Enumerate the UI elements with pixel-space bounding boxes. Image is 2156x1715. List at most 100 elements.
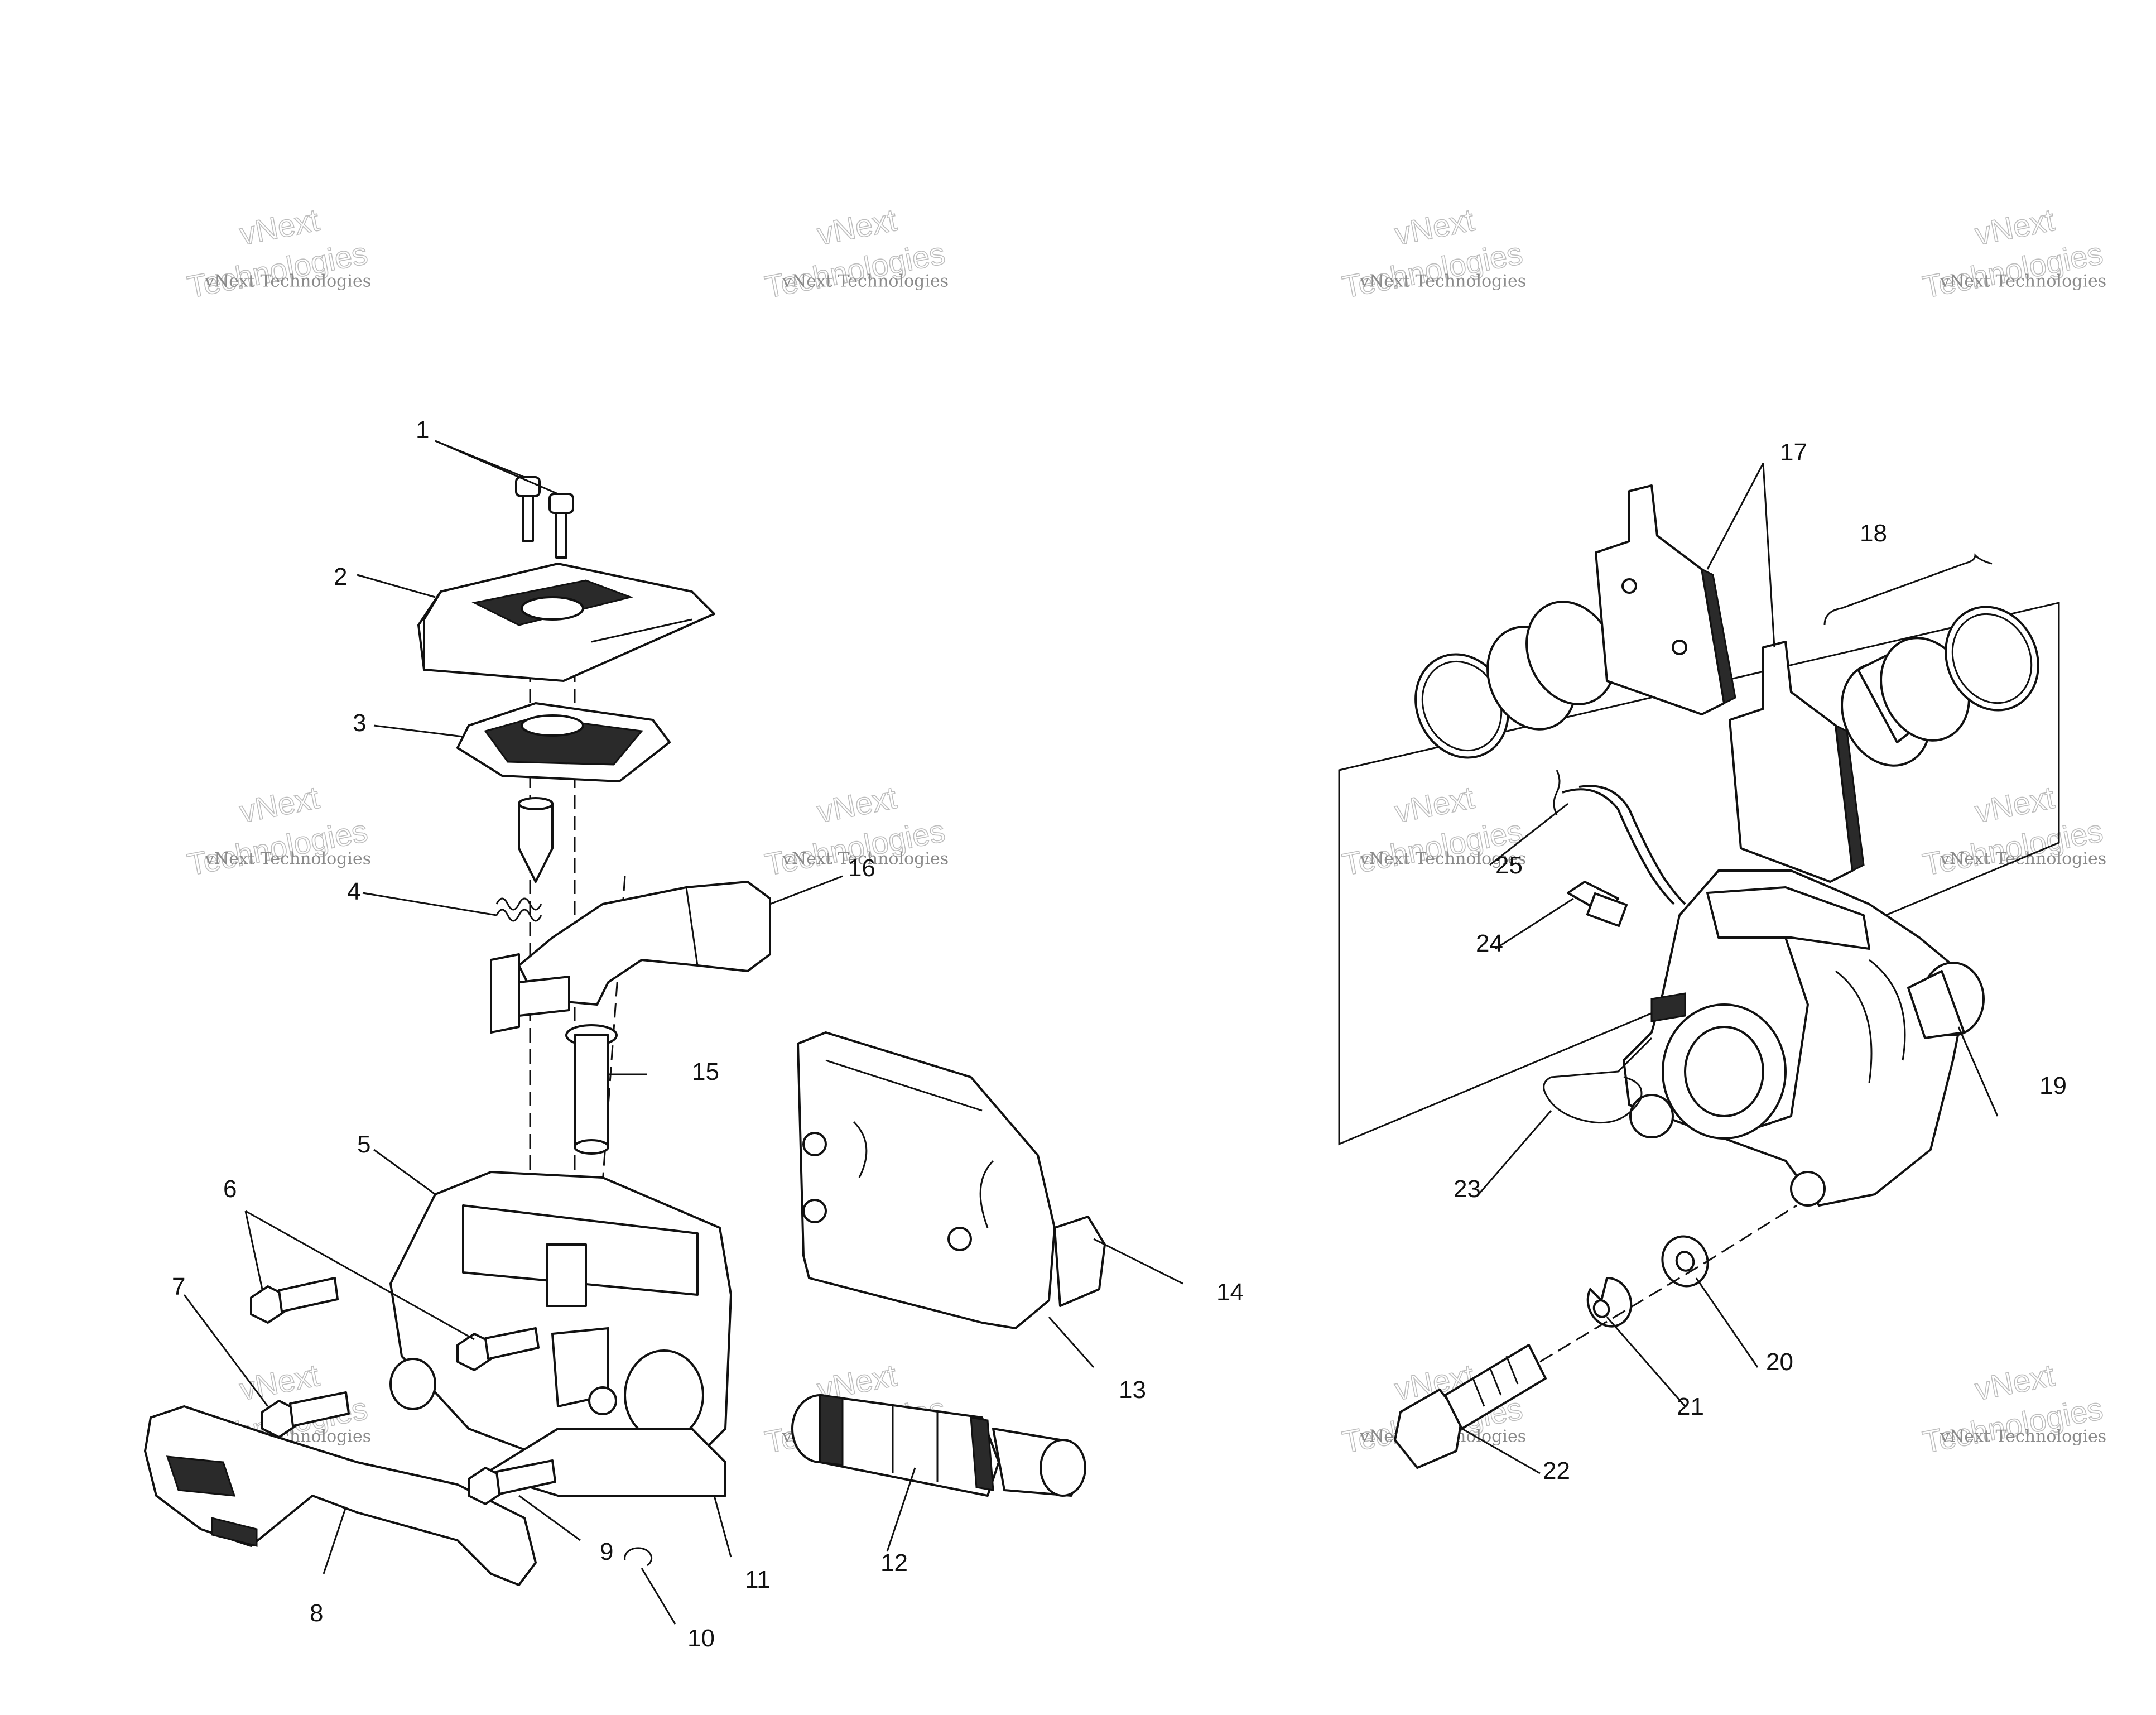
leader-9 xyxy=(518,1495,581,1541)
leader-6b xyxy=(245,1210,475,1341)
callout-9: 9 xyxy=(600,1538,613,1565)
left-o-ring[interactable] xyxy=(1399,639,1524,773)
svg-text:vNext: vNext xyxy=(237,202,322,252)
callout-20: 20 xyxy=(1766,1348,1793,1376)
part-2-reservoir-cover[interactable] xyxy=(417,563,715,682)
callout-25: 25 xyxy=(1495,852,1523,879)
leader-16 xyxy=(769,875,843,905)
svg-text:vNext Technologies: vNext Technologies xyxy=(782,849,949,869)
part-1-cover-screws[interactable] xyxy=(515,476,574,559)
part-13-handlebar-clamp[interactable] xyxy=(797,1031,1056,1329)
part-12-piston-assembly[interactable] xyxy=(791,1394,1086,1497)
callout-16: 16 xyxy=(848,854,875,882)
svg-text:vNext: vNext xyxy=(1972,202,2057,252)
part-10-clip[interactable] xyxy=(624,1547,653,1567)
callout-1: 1 xyxy=(416,416,429,444)
leader-1b xyxy=(435,440,559,495)
plunger[interactable] xyxy=(518,797,554,883)
part-17-brake-pad-lower[interactable] xyxy=(1729,641,1865,883)
leader-10 xyxy=(641,1568,676,1625)
part-16-lever-arm[interactable] xyxy=(490,881,771,1034)
part-25-brake-line[interactable] xyxy=(1553,770,1686,905)
part-24-bleeder-valve[interactable] xyxy=(1567,881,1628,928)
part-23-retaining-pin[interactable] xyxy=(1543,1037,1653,1124)
svg-text:vNext Technologies: vNext Technologies xyxy=(1940,1427,2106,1447)
svg-text:vNext: vNext xyxy=(1972,1357,2057,1407)
callout-23: 23 xyxy=(1454,1175,1481,1203)
part-18-piston-seal-kit[interactable] xyxy=(1823,553,2055,780)
callout-3: 3 xyxy=(353,709,366,737)
part-15-pivot-pin[interactable] xyxy=(565,1024,618,1155)
leader-13 xyxy=(1048,1317,1095,1368)
svg-text:vNext Technologies: vNext Technologies xyxy=(1940,849,2106,869)
callout-11: 11 xyxy=(745,1566,771,1593)
leader-17a xyxy=(1706,463,1764,570)
callout-12: 12 xyxy=(880,1549,908,1577)
caliper-plane-outline xyxy=(1338,602,2060,1146)
svg-text:vNext Technologies: vNext Technologies xyxy=(204,272,371,291)
left-piston[interactable] xyxy=(1471,587,1631,744)
leader-21 xyxy=(1606,1317,1686,1407)
leader-22 xyxy=(1461,1428,1541,1474)
leader-7 xyxy=(183,1294,269,1407)
svg-text:Technologies: Technologies xyxy=(1340,236,1525,305)
leader-14 xyxy=(1093,1238,1183,1285)
callout-6: 6 xyxy=(223,1175,237,1203)
part-5-master-cylinder-body[interactable] xyxy=(389,1171,732,1497)
part-9-screw[interactable] xyxy=(468,1459,556,1505)
leader-8 xyxy=(323,1506,347,1574)
part-7-screw[interactable] xyxy=(261,1391,350,1438)
svg-text:vNext: vNext xyxy=(1392,780,1477,829)
svg-text:Technologies: Technologies xyxy=(762,236,948,305)
callout-5: 5 xyxy=(357,1131,370,1158)
master-cylinder-assembly xyxy=(144,440,1183,1625)
svg-text:vNext: vNext xyxy=(814,780,899,829)
callout-24: 24 xyxy=(1476,930,1503,957)
part-20-washer[interactable] xyxy=(1656,1230,1715,1293)
part-3-diaphragm[interactable] xyxy=(456,702,671,782)
callout-18: 18 xyxy=(1860,520,1887,547)
body-screw[interactable] xyxy=(456,1327,540,1371)
part-14-boot[interactable] xyxy=(1053,1216,1106,1307)
part-8-brake-lever[interactable] xyxy=(144,1405,537,1586)
leader-4 xyxy=(362,892,497,916)
part-6-screw[interactable] xyxy=(250,1277,339,1324)
leader-20 xyxy=(1695,1277,1759,1368)
callout-22: 22 xyxy=(1543,1457,1570,1485)
part-19-caliper-body[interactable] xyxy=(1623,869,1985,1207)
svg-text:vNext Technologies: vNext Technologies xyxy=(204,849,371,869)
callout-19: 19 xyxy=(2039,1072,2067,1099)
svg-text:vNext: vNext xyxy=(1392,202,1477,252)
svg-text:Technologies: Technologies xyxy=(1920,1391,2106,1460)
svg-text:vNext: vNext xyxy=(1972,780,2057,829)
leader-6a xyxy=(244,1210,263,1290)
callout-8: 8 xyxy=(310,1599,323,1627)
leader-11 xyxy=(713,1495,732,1558)
callout-14: 14 xyxy=(1216,1279,1244,1306)
leader-17b xyxy=(1762,463,1775,648)
part-17-brake-pad-upper[interactable] xyxy=(1595,484,1736,715)
leader-3 xyxy=(373,724,464,738)
leader-19 xyxy=(1957,1026,1999,1117)
svg-text:vNext Technologies: vNext Technologies xyxy=(1940,272,2106,291)
svg-text:Technologies: Technologies xyxy=(185,236,370,305)
leader-2 xyxy=(357,574,436,598)
callout-7: 7 xyxy=(172,1273,185,1300)
callout-2: 2 xyxy=(334,563,347,590)
callout-13: 13 xyxy=(1119,1376,1146,1404)
part-4-spring[interactable] xyxy=(495,897,542,922)
svg-text:Technologies: Technologies xyxy=(185,813,370,882)
callout-10: 10 xyxy=(687,1625,715,1652)
callout-15: 15 xyxy=(692,1058,719,1085)
part-22-caliper-bolt[interactable] xyxy=(1394,1344,1547,1469)
svg-text:vNext Technologies: vNext Technologies xyxy=(782,272,949,291)
